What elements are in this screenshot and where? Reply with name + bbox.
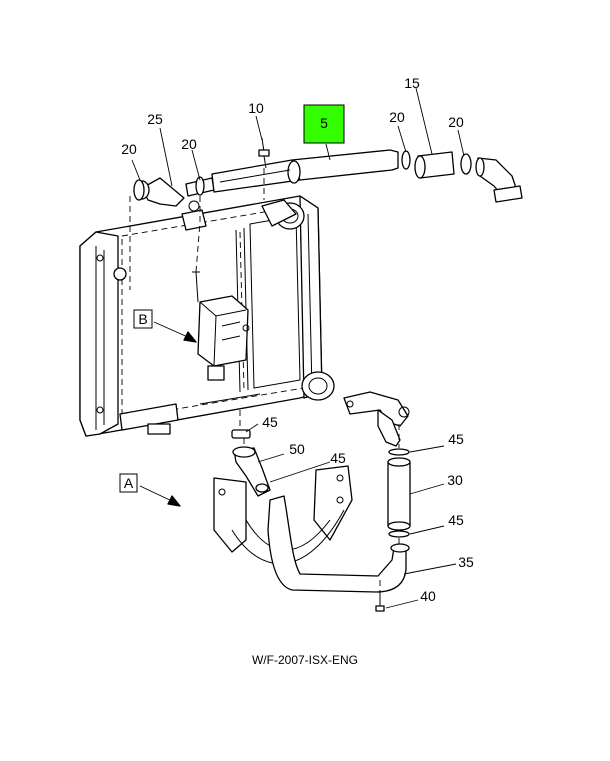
callout-45-mid[interactable]: 45 [330, 450, 346, 466]
callout-5[interactable]: 5 [320, 115, 328, 131]
view-label-b-text: B [138, 311, 147, 327]
callout-50[interactable]: 50 [289, 441, 305, 457]
callout-leaders [131, 87, 465, 609]
view-label-a-text: A [124, 475, 134, 491]
view-label-a[interactable]: A [119, 473, 138, 493]
callout-35[interactable]: 35 [458, 554, 474, 570]
callout-45-upper[interactable]: 45 [262, 414, 278, 430]
callout-40[interactable]: 40 [420, 588, 436, 604]
callout-30[interactable]: 30 [447, 472, 463, 488]
callout-20-right[interactable]: 20 [389, 109, 405, 125]
highlight-box [303, 104, 345, 144]
lower-coolant-pipes [213, 391, 411, 612]
alignment-lines [129, 168, 400, 592]
callout-20-mid[interactable]: 20 [181, 136, 197, 152]
callout-20-far-right[interactable]: 20 [448, 114, 464, 130]
callout-20-left[interactable]: 20 [121, 141, 137, 157]
callout-15[interactable]: 15 [404, 75, 420, 91]
callout-10[interactable]: 10 [248, 100, 264, 116]
view-label-b[interactable]: B [133, 309, 153, 329]
upper-coolant-tube [133, 137, 523, 207]
callout-45-right-top[interactable]: 45 [448, 431, 464, 447]
surge-tank [192, 271, 250, 381]
figure-caption: W/F-2007-ISX-ENG [252, 653, 358, 667]
callout-highlight-5[interactable]: 5 [303, 104, 345, 144]
callout-25[interactable]: 25 [147, 111, 163, 127]
callout-45-right-bottom[interactable]: 45 [448, 512, 464, 528]
